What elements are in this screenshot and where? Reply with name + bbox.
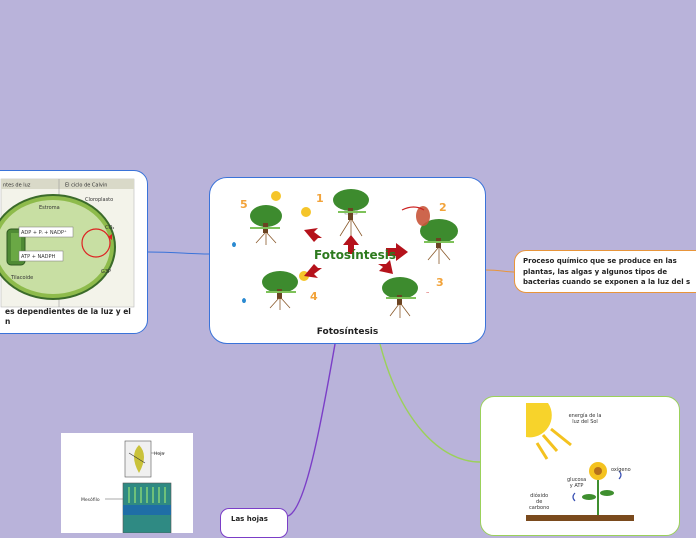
tree-2 xyxy=(401,206,458,264)
definition-node[interactable]: Proceso químico que se produce en las pl… xyxy=(514,250,696,293)
central-topic-node[interactable]: ~ Fotosíntesis 1 2 3 4 xyxy=(209,177,486,344)
connector-right-orange xyxy=(485,269,515,273)
stage-number-1: 1 xyxy=(316,192,324,205)
connector-green xyxy=(379,343,481,463)
label-g3p: G3P xyxy=(101,269,111,275)
stage-number-2: 2 xyxy=(439,201,447,214)
label-oxigeno: oxígeno xyxy=(611,467,631,473)
left-node-caption: es dependientes de la luz y el n xyxy=(5,307,131,326)
label-energia: energía de la luz del Sol xyxy=(568,413,602,425)
stage-number-5: 5 xyxy=(240,198,248,211)
definition-line-1: Proceso químico que se produce en las xyxy=(523,257,677,265)
sunlight-process-node[interactable]: energía de la luz del Sol oxígeno glucos… xyxy=(480,396,680,536)
label-estroma: Estroma xyxy=(39,205,60,211)
tree-4 xyxy=(242,271,309,310)
definition-line-2: plantas, las algas y algunos tipos de xyxy=(523,267,668,276)
stage-number-4: 4 xyxy=(310,290,318,303)
tree-3: ~ xyxy=(382,277,429,318)
tree-5 xyxy=(232,191,311,247)
stage-number-3: 3 xyxy=(436,276,444,289)
header-left: ntes de luz xyxy=(3,183,31,189)
central-topic-label: Fotosíntesis xyxy=(316,327,379,337)
header-right: El ciclo de Calvin xyxy=(65,183,107,189)
label-hoja: Hoja xyxy=(154,451,164,457)
light-reactions-node[interactable]: ntes de luz El ciclo de Calvin ADP + Pᵢ … xyxy=(0,170,148,334)
photosynthesis-diagram: ~ Fotosíntesis 1 2 3 4 xyxy=(232,189,458,318)
calvin-cycle-diagram: ntes de luz El ciclo de Calvin ADP + Pᵢ … xyxy=(0,178,135,308)
arrow-up xyxy=(343,235,359,254)
arrow-down-left xyxy=(304,264,322,278)
arrow-down-right xyxy=(378,260,393,274)
label-atp: ATP + NADPH xyxy=(21,254,55,260)
arrow-right xyxy=(386,243,408,261)
label-co2: CO₂ xyxy=(105,225,114,231)
definition-line-3: bacterias cuando se exponen a la luz del… xyxy=(523,278,691,286)
connector-purple xyxy=(287,343,336,517)
photosynthesis-banner: Fotosíntesis xyxy=(314,248,396,262)
label-mesofilo: Mesófilo xyxy=(81,496,100,503)
tree-1 xyxy=(333,189,369,240)
label-tilacoide: Tilacoide xyxy=(10,275,33,281)
arrow-up-left xyxy=(304,228,322,242)
connector-lines xyxy=(147,251,515,517)
leaf-cross-section-image[interactable]: Hoja Mesófilo xyxy=(61,433,193,533)
sunflower-diagram xyxy=(526,403,634,521)
svg-text:~: ~ xyxy=(426,290,429,295)
label-glucosa: glucosa y ATP xyxy=(567,477,587,489)
label-adp: ADP + Pᵢ + NADP⁺ xyxy=(21,230,67,236)
connector-left xyxy=(147,251,210,255)
leaves-node-label: Las hojas xyxy=(231,515,268,523)
leaves-node[interactable]: Las hojas xyxy=(220,508,288,538)
label-cloroplasto: Cloroplasto xyxy=(85,197,113,203)
label-dioxido: dióxido de carbono xyxy=(529,493,550,511)
leaf-diagram: Hoja Mesófilo xyxy=(81,440,172,533)
